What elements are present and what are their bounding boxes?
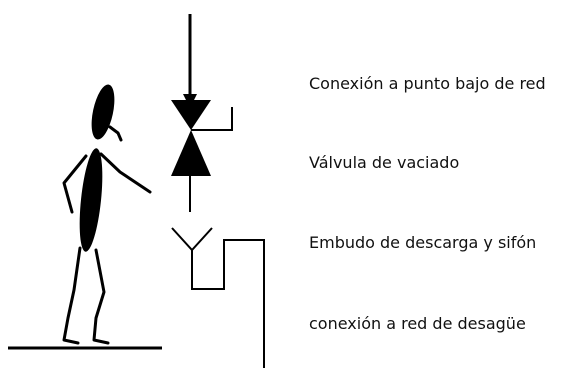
person-body — [79, 148, 103, 252]
label-funnel: Embudo de descarga y sifón — [309, 233, 537, 252]
person-nose — [108, 125, 123, 142]
person-arm-left — [62, 154, 88, 214]
valve-handle — [191, 107, 233, 131]
funnel — [171, 227, 213, 252]
siphon-trap — [191, 239, 265, 368]
label-valve: Válvula de vaciado — [309, 153, 460, 172]
label-drain: conexión a red de desagüe — [309, 314, 526, 333]
person-head — [91, 84, 115, 140]
valve-top-triangle — [171, 100, 211, 130]
label-connection: Conexión a punto bajo de red — [309, 74, 546, 93]
person-leg-right — [92, 248, 110, 345]
person-arm-right — [99, 152, 152, 194]
person-figure — [62, 84, 152, 345]
person-leg-left — [62, 246, 82, 345]
valve-bottom-triangle — [171, 130, 211, 176]
